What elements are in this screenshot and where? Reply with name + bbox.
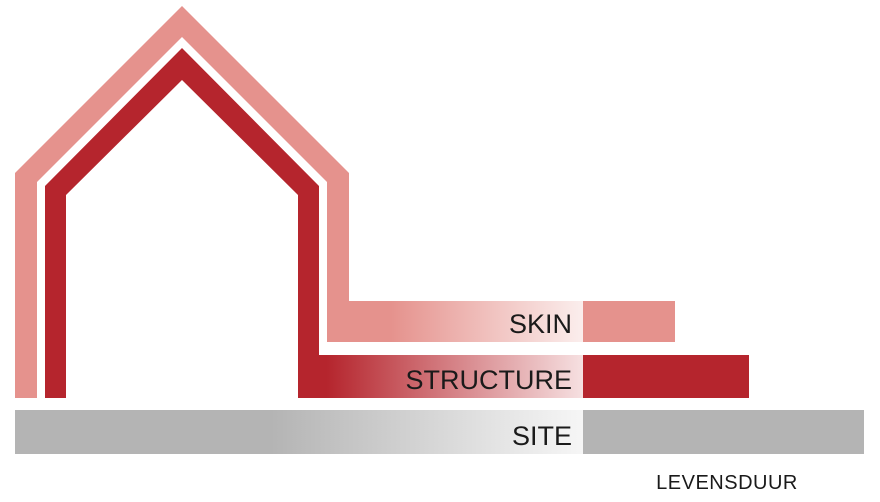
structure-layer: STRUCTURE — [45, 48, 749, 398]
structure-label: STRUCTURE — [406, 365, 573, 395]
site-layer: SITE — [15, 410, 864, 454]
skin-house-outline — [15, 6, 349, 398]
skin-label: SKIN — [509, 309, 572, 339]
skin-bar — [583, 301, 675, 342]
skin-layer: SKIN — [15, 6, 675, 398]
skin-band-gradient — [327, 301, 583, 342]
site-band-gradient — [15, 410, 583, 454]
axis-label-lifespan: LEVENSDUUR — [656, 472, 798, 494]
site-label: SITE — [512, 421, 572, 451]
structure-bar — [583, 355, 749, 398]
structure-band-gradient — [298, 355, 583, 398]
site-bar — [583, 410, 864, 454]
structure-house-outline — [45, 48, 319, 398]
